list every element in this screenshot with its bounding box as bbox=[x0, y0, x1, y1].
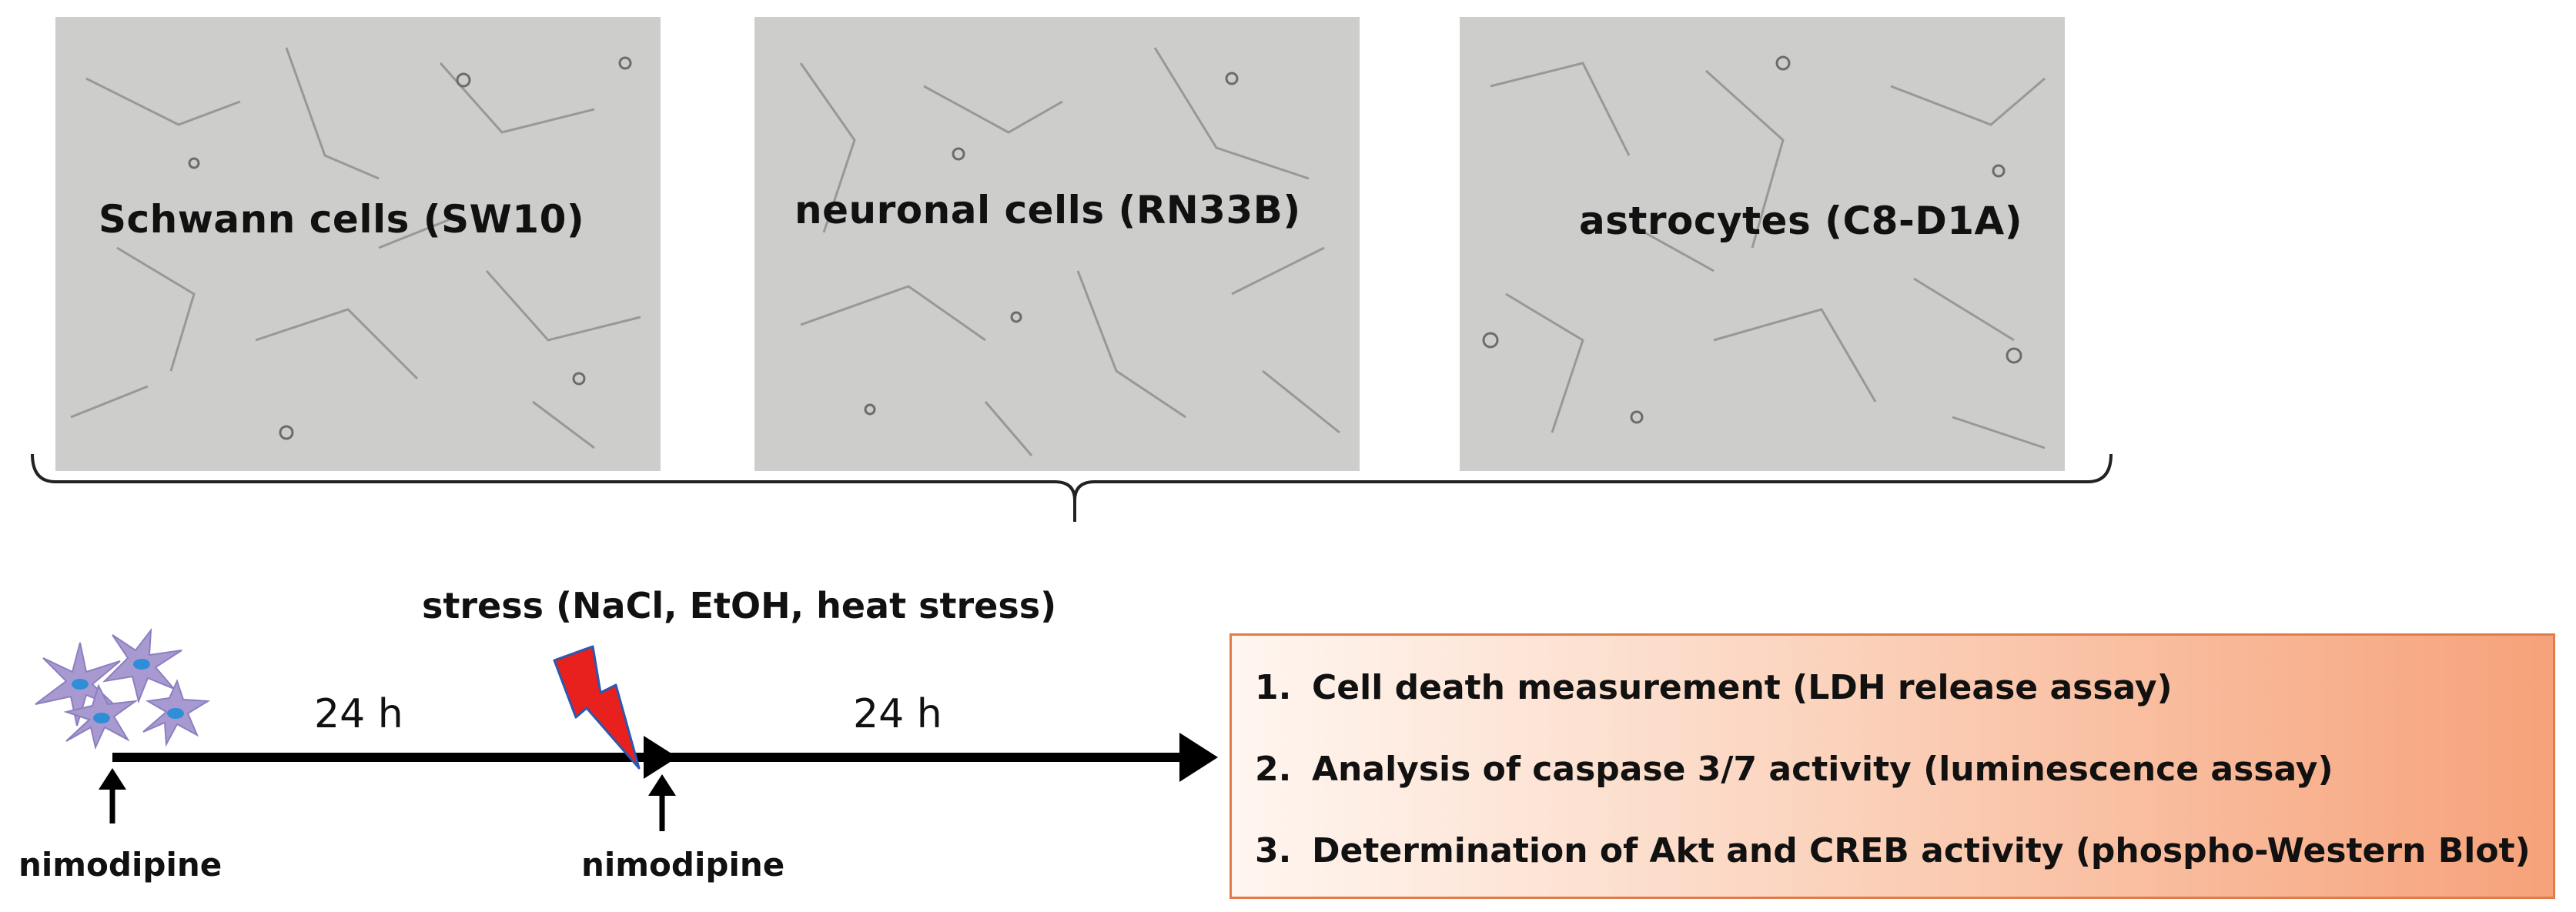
micrograph-neuronal-cells: neuronal cells (RN33B) bbox=[754, 17, 1360, 471]
readout-item: 3. Determination of Akt and CREB activity… bbox=[1255, 831, 2531, 870]
grouping-brace bbox=[31, 454, 2113, 522]
micrograph-texture bbox=[70, 47, 641, 449]
readout-number: 3. bbox=[1255, 831, 1292, 870]
readout-text: Cell death measurement (LDH release assa… bbox=[1312, 668, 2173, 707]
readout-number: 2. bbox=[1255, 750, 1292, 789]
interval-label-second: 24 h bbox=[853, 691, 942, 737]
micrograph-texture bbox=[1482, 55, 2046, 449]
treatment-label-first: nimodipine bbox=[18, 846, 222, 884]
readout-item: 1. Cell death measurement (LDH release as… bbox=[1255, 668, 2173, 707]
micrograph-astrocytes: astrocytes (C8-D1A) bbox=[1460, 17, 2065, 471]
readout-text: Analysis of caspase 3/7 activity (lumine… bbox=[1312, 750, 2333, 789]
readout-text: Determination of Akt and CREB activity (… bbox=[1312, 831, 2531, 870]
treatment-label-second: nimodipine bbox=[581, 846, 785, 884]
micrograph-schwann-cells: Schwann cells (SW10) bbox=[55, 17, 661, 471]
readout-number: 1. bbox=[1255, 668, 1292, 707]
panel-label: Schwann cells (SW10) bbox=[99, 197, 585, 242]
stress-label: stress (NaCl, EtOH, heat stress) bbox=[422, 585, 1057, 626]
panel-label: astrocytes (C8-D1A) bbox=[1579, 199, 2023, 243]
panel-label: neuronal cells (RN33B) bbox=[795, 188, 1301, 232]
readout-item: 2. Analysis of caspase 3/7 activity (lumi… bbox=[1255, 750, 2333, 789]
interval-label-first: 24 h bbox=[314, 691, 403, 737]
readouts-box: 1. Cell death measurement (LDH release as… bbox=[1229, 633, 2555, 899]
lightning-icon bbox=[553, 645, 641, 770]
micrograph-texture bbox=[799, 47, 1340, 456]
cell-cluster-icon bbox=[35, 627, 211, 750]
